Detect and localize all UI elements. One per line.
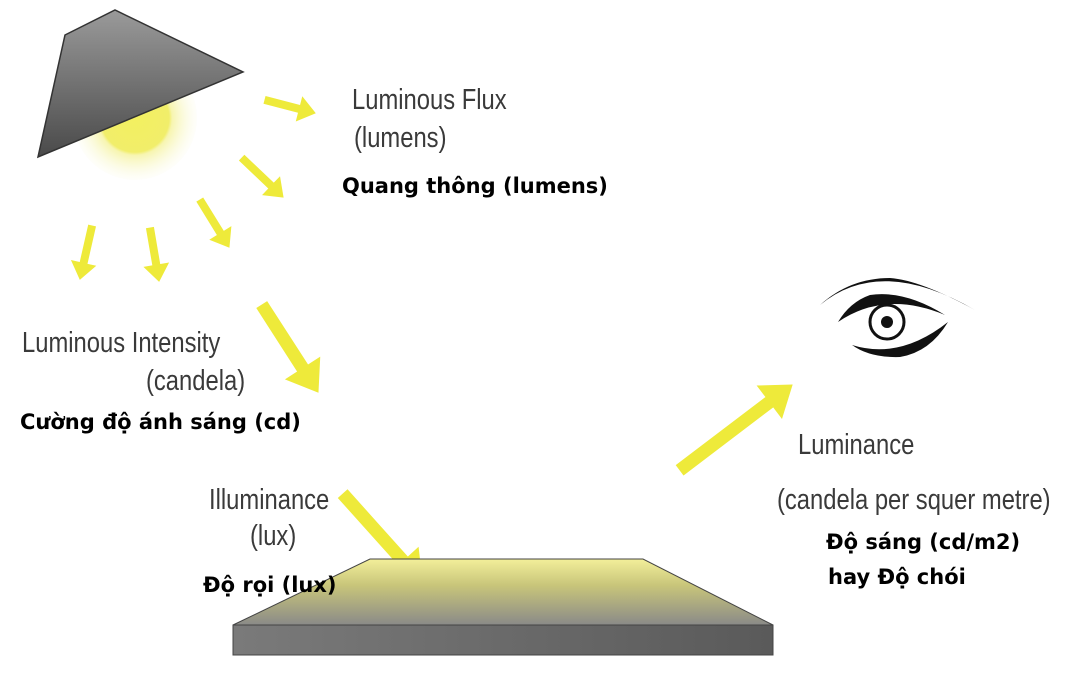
luminance-title: Luminance <box>798 429 915 461</box>
lamp-icon <box>36 9 245 180</box>
light-arrow-icon <box>675 384 793 476</box>
luminance-unit: (candela per squer metre) <box>777 484 1051 516</box>
luminance-vietnamese-1: Độ sáng (cd/m2) <box>826 530 1021 554</box>
flux-unit: (lumens) <box>354 122 447 154</box>
light-arrow-icon <box>196 197 232 248</box>
illuminance-unit: (lux) <box>250 520 297 552</box>
illuminance-title: Illuminance <box>209 484 330 516</box>
intensity-title: Luminous Intensity <box>22 327 221 359</box>
flux-title: Luminous Flux <box>352 84 507 116</box>
intensity-unit: (candela) <box>146 365 246 397</box>
light-arrow-icon <box>70 224 97 280</box>
light-arrow-icon <box>263 95 316 122</box>
flux-vietnamese: Quang thông (lumens) <box>342 174 608 198</box>
light-arrow-icon <box>238 154 284 198</box>
luminance-vietnamese-2: hay Độ chói <box>828 565 966 589</box>
illuminance-vietnamese: Độ rọi (lux) <box>203 573 337 597</box>
intensity-vietnamese: Cường độ ánh sáng (cd) <box>20 410 301 434</box>
eye-icon <box>820 278 975 358</box>
light-arrow-icon <box>256 301 321 393</box>
surface-plate-icon <box>232 558 774 656</box>
light-arrow-icon <box>143 226 170 282</box>
